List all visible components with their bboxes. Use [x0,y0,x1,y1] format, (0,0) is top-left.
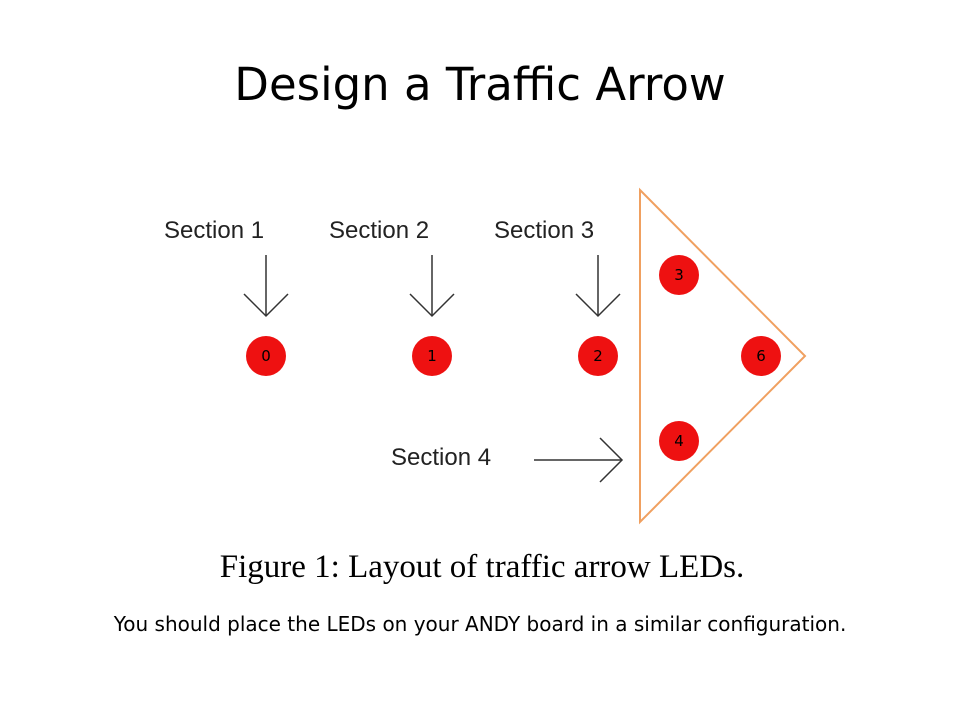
led-1: 1 [412,336,452,376]
arrow-triangle-outline [639,187,807,525]
led-0: 0 [246,336,286,376]
slide-title: Design a Traffic Arrow [234,58,726,111]
led-3-label: 3 [674,266,684,284]
led-2-label: 2 [593,347,603,365]
figure-caption: Figure 1: Layout of traffic arrow LEDs. [220,549,745,585]
section-1-label: Section 1 [164,217,264,244]
led-6-dot [741,336,781,376]
led-6-label: 6 [756,347,766,365]
led-0-dot [246,336,286,376]
section-3-down-arrow [575,255,621,318]
section-3-label: Section 3 [494,217,594,244]
led-3-dot [659,255,699,295]
led-4-label: 4 [674,432,684,450]
led-0-label: 0 [261,347,271,365]
led-2: 2 [578,336,618,376]
led-4-dot [659,421,699,461]
led-1-label: 1 [427,347,437,365]
section-4-label: Section 4 [391,444,491,471]
section-4-right-arrow [534,437,624,483]
led-4: 4 [659,421,699,461]
section-1-down-arrow [243,255,289,318]
led-3: 3 [659,255,699,295]
led-2-dot [578,336,618,376]
led-1-dot [412,336,452,376]
section-2-down-arrow [409,255,455,318]
instruction-note: You should place the LEDs on your ANDY b… [113,612,847,636]
section-2-label: Section 2 [329,217,429,244]
led-6: 6 [741,336,781,376]
